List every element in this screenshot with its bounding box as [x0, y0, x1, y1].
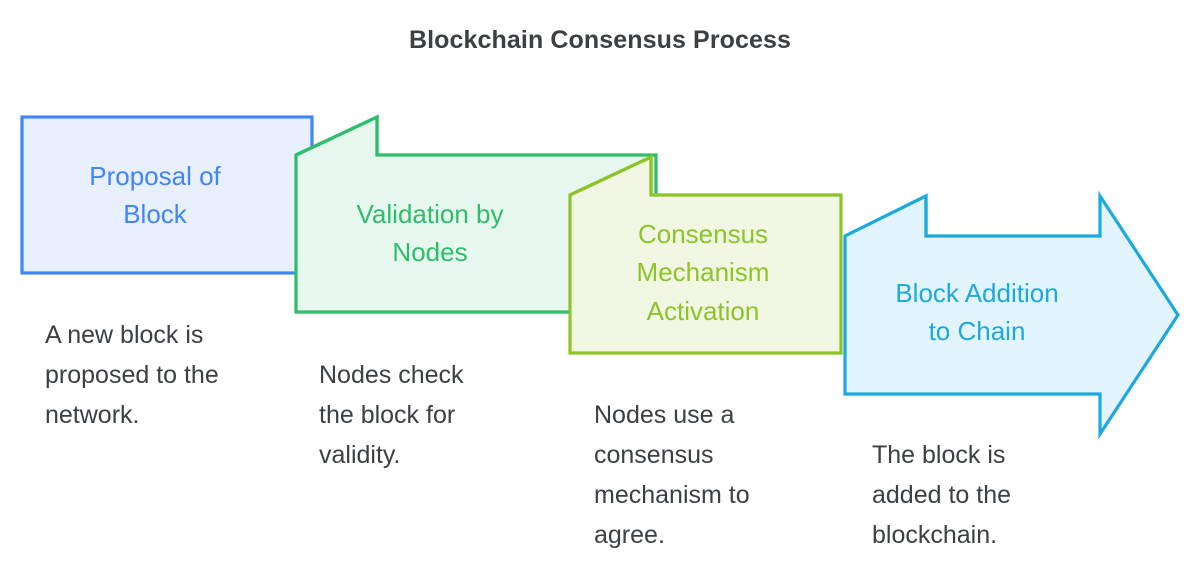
step-1-shape[interactable]	[20, 115, 314, 275]
caption-line: network.	[45, 401, 139, 429]
caption-line: proposed to the	[45, 361, 219, 389]
step-4-label-line1: Block Addition	[895, 278, 1058, 308]
caption-line: validity.	[319, 441, 401, 469]
step-3-caption: Nodes use a consensus mechanism to agree…	[594, 401, 750, 549]
caption-line: Nodes check	[319, 361, 464, 389]
step-1-caption: A new block is proposed to the network.	[45, 321, 219, 429]
step-4-caption: The block is added to the blockchain.	[872, 441, 1011, 549]
page-title: Blockchain Consensus Process	[408, 26, 792, 54]
step-4-group[interactable]: Block Addition to Chain	[843, 190, 1180, 440]
step-1-group[interactable]: Proposal of Block	[20, 115, 314, 275]
caption-line: Nodes use a	[594, 401, 734, 429]
step-3-group[interactable]: Consensus Mechanism Activation	[568, 154, 843, 355]
caption-line: consensus	[594, 441, 714, 469]
step-3-label-line3: Activation	[647, 296, 760, 326]
caption-line: added to the	[872, 481, 1011, 509]
caption-line: mechanism to	[594, 481, 750, 509]
step-2-group[interactable]: Validation by Nodes	[294, 114, 658, 314]
step-1-label-line2: Block	[123, 199, 188, 229]
step-2-fold-icon	[295, 114, 379, 157]
caption-line: The block is	[872, 441, 1005, 469]
step-4-label-line2: to Chain	[929, 316, 1026, 346]
step-2-label-line1: Validation by	[357, 199, 504, 229]
caption-line: the block for	[319, 401, 455, 429]
step-3-fold-icon	[569, 154, 653, 197]
caption-line: blockchain.	[872, 521, 997, 549]
step-3-label-line2: Mechanism	[637, 257, 770, 287]
caption-line: A new block is	[45, 321, 203, 349]
caption-line: agree.	[594, 521, 665, 549]
step-2-label-line2: Nodes	[392, 237, 467, 267]
step-4-fold-icon	[844, 193, 928, 238]
step-3-label-line1: Consensus	[638, 219, 768, 249]
step-2-caption: Nodes check the block for validity.	[319, 361, 464, 469]
step-1-label-line1: Proposal of	[89, 161, 221, 191]
